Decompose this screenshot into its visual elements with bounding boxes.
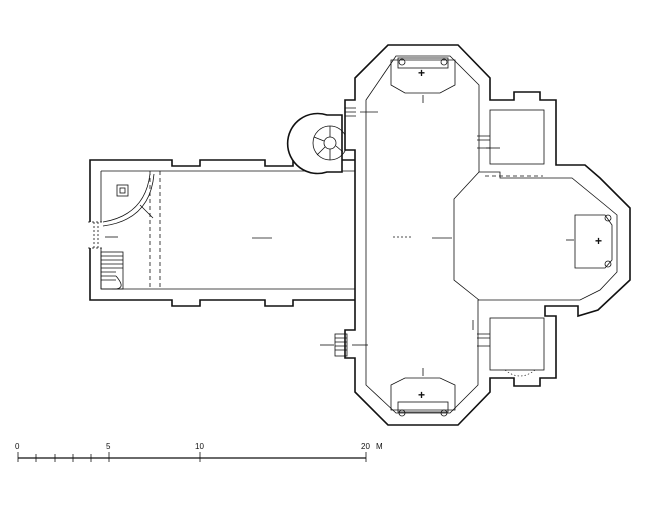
east-altar-cross: + xyxy=(595,234,602,248)
north-altar: + xyxy=(390,57,456,103)
stair-southwest xyxy=(100,251,124,290)
scale-label-20: 20 xyxy=(361,442,370,451)
scale-label-10: 10 xyxy=(195,442,204,451)
scale-label-5: 5 xyxy=(106,442,111,451)
southeast-room xyxy=(472,317,545,377)
font-box xyxy=(116,184,129,197)
northeast-room xyxy=(477,109,545,165)
north-altar-cross: + xyxy=(418,66,425,80)
scale-bar: 0 5 10 20 M xyxy=(15,442,383,462)
scale-unit: M xyxy=(376,442,383,451)
scale-label-0: 0 xyxy=(15,442,20,451)
south-altar: + xyxy=(390,368,456,417)
direction-arrows xyxy=(105,236,452,239)
south-porch xyxy=(320,333,368,357)
south-altar-cross: + xyxy=(418,388,425,402)
nave xyxy=(88,159,359,307)
north-side-doors xyxy=(345,107,378,117)
east-altar: + xyxy=(566,214,613,269)
central-crossing xyxy=(344,44,631,426)
